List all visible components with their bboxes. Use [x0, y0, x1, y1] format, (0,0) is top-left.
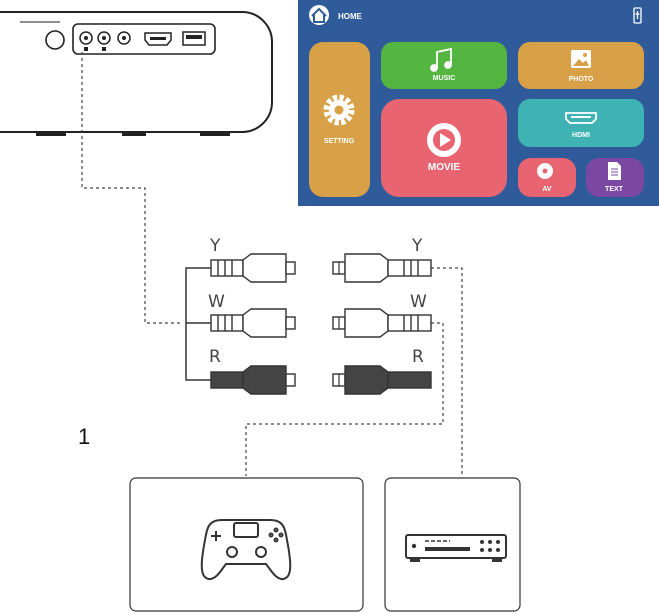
- cable-label-right-y: Y: [411, 236, 423, 256]
- cable-wires: [81, 52, 463, 476]
- cable-label-left-r: R: [209, 347, 221, 367]
- port-panel: [72, 23, 216, 55]
- rca-plug-right-white: [332, 308, 432, 338]
- cable-label-right-r: R: [412, 347, 424, 367]
- text-label: TEXT: [605, 186, 624, 193]
- step-number: 1: [78, 424, 90, 449]
- disc-icon: [537, 163, 553, 179]
- music-label: MUSIC: [433, 75, 456, 82]
- picture-icon: [571, 50, 591, 68]
- text-tile[interactable]: TEXT: [586, 158, 644, 197]
- hdmi-port: [144, 32, 172, 46]
- av-jack-1: [79, 31, 93, 51]
- av-jack-3: [117, 31, 131, 45]
- game-console-box: [129, 477, 364, 612]
- game-controller-icon: [200, 519, 292, 581]
- home-icon[interactable]: [309, 5, 329, 25]
- movie-tile[interactable]: MOVIE: [381, 99, 507, 197]
- photo-label: PHOTO: [569, 76, 594, 83]
- hdmi-label: HDMI: [572, 132, 590, 139]
- rca-plug-right-yellow: [332, 253, 432, 283]
- cable-label-left-w: W: [208, 292, 225, 312]
- cable-label-left-y: Y: [209, 236, 221, 256]
- usb-icon: [633, 7, 642, 24]
- movie-label: MOVIE: [428, 162, 461, 173]
- av-jack-2: [97, 31, 111, 51]
- hdmi-icon: [565, 112, 597, 124]
- av-tile[interactable]: AV: [518, 158, 576, 197]
- dvd-player-box: [384, 477, 521, 612]
- photo-tile[interactable]: PHOTO: [518, 42, 644, 89]
- document-icon: [608, 162, 621, 180]
- rca-plug-left-yellow: [210, 253, 296, 283]
- av-label: AV: [542, 186, 552, 193]
- cable-label-right-w: W: [410, 292, 427, 312]
- dvd-player-icon: [405, 534, 507, 562]
- setting-tile[interactable]: SETTING: [309, 42, 370, 197]
- setting-label: SETTING: [324, 138, 355, 145]
- hdmi-tile[interactable]: HDMI: [518, 99, 644, 147]
- gear-icon: [323, 94, 355, 126]
- play-icon: [427, 123, 461, 157]
- projector: [0, 11, 273, 136]
- home-label: HOME: [338, 12, 363, 21]
- home-screen: HOME SETTING MUSIC: [298, 0, 659, 206]
- rca-plug-right-red: [332, 365, 432, 395]
- music-tile[interactable]: MUSIC: [381, 42, 507, 89]
- music-note-icon: [430, 47, 452, 72]
- lens-port: [45, 30, 65, 50]
- rca-plug-left-white: [210, 308, 296, 338]
- usb-port: [182, 31, 206, 46]
- rca-plug-left-red: [210, 365, 296, 395]
